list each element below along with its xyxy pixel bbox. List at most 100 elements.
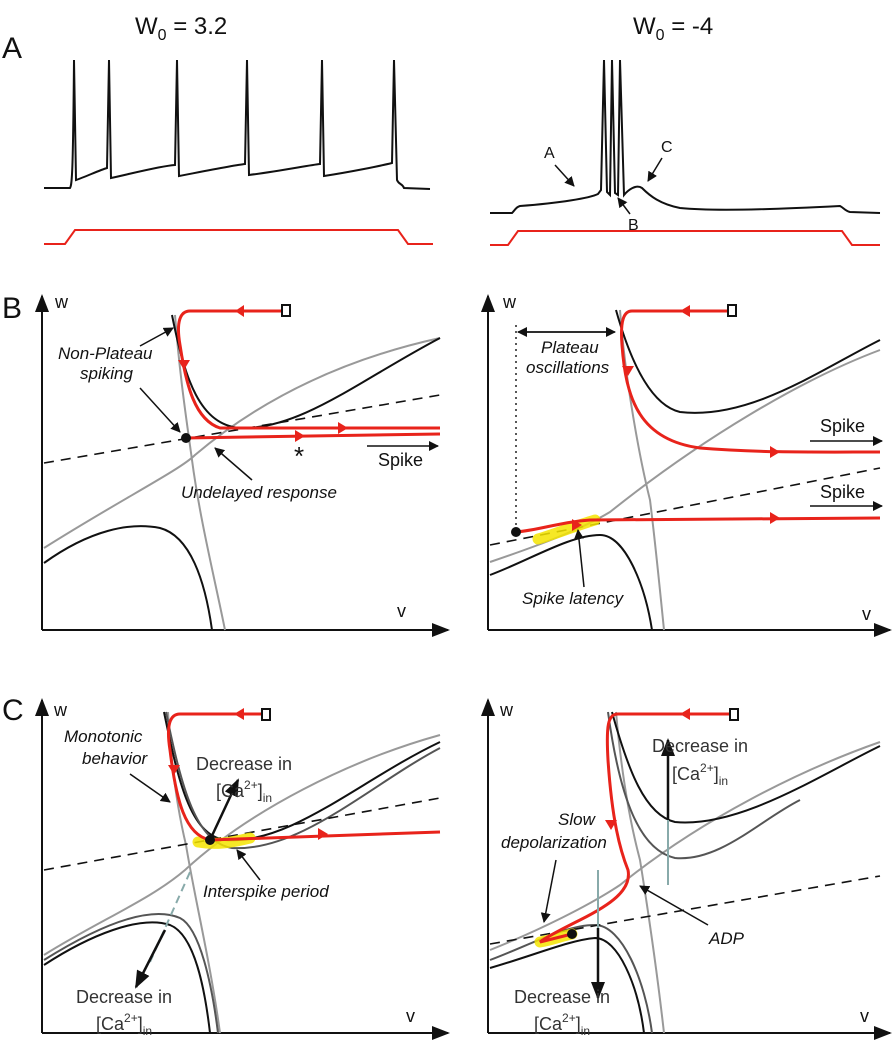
trace-label-c: C [661,139,673,156]
v-axis-label: v [860,1006,869,1026]
trace-label-b: B [628,217,639,234]
voltage-trace-left [44,59,431,190]
nullcline-black-lower [489,533,653,631]
dashed-nullcline [489,875,881,945]
direction-marker [680,305,690,317]
nullcline-black-upper [171,314,441,430]
stimulus-trace-right [490,230,880,246]
pointer-arrow [139,387,181,433]
direction-marker [178,360,190,370]
ca-label-lower: [Ca2+]in [534,1011,590,1038]
v-axis-label: v [406,1006,415,1026]
label-undelayed: Undelayed response [181,483,337,502]
phase-plane-c-right: w v Decrease in [Ca2+]in Slow depolariza… [481,698,892,1040]
shift-arrow-down [134,929,167,989]
decrease-label-lower: Decrease in [76,987,172,1007]
initial-condition-marker [729,708,739,721]
direction-marker [605,820,617,830]
initial-condition-marker [281,304,291,317]
decrease-label-lower: Decrease in [514,987,610,1007]
nullcline-black-upper-2 [607,711,801,860]
direction-marker [235,305,244,317]
nullcline-black-lower-2 [43,913,219,1034]
nullcline-gray-1 [619,309,665,631]
nullcline-black-lower [43,525,213,631]
fixed-point [511,527,521,537]
direction-marker [572,519,582,531]
label-non-plateau-1: Non-Plateau [58,344,153,363]
dashed-nullcline [489,467,881,546]
trajectory-monotonic [166,712,441,842]
label-non-plateau-2: spiking [80,364,133,383]
label-adp: ADP [708,929,745,948]
trajectory-plateau [620,309,881,454]
ca-label-upper: [Ca2+]in [672,761,728,788]
w-axis-label: w [499,700,514,720]
direction-marker [168,765,180,775]
nullcline-black-upper-1 [163,711,441,842]
spike-label-right-1: Spike [820,416,865,436]
label-latency: Spike latency [522,589,625,608]
phase-plane-b-right: w v Plateau oscillations Spike Spike Spi… [481,292,892,637]
nullcline-gray-1 [174,314,226,631]
trajectory-adp [539,712,730,944]
nullcline-black-lower-1 [43,921,211,1034]
nullcline-black-upper-1 [611,711,881,824]
initial-condition-marker [727,304,737,317]
direction-marker [622,366,634,376]
label-interspike: Interspike period [203,882,329,901]
pointer-arrow [139,327,174,347]
phase-plane-b-left: w v Non-Plateau spiking * Spike Undelaye… [35,292,450,637]
initial-condition-marker [261,708,271,721]
panel-label-c: C [2,694,24,727]
fixed-point [181,433,191,443]
direction-marker [295,430,305,442]
fixed-point [567,929,577,939]
trajectory-undelayed [185,432,441,440]
nullcline-gray-2 [43,337,441,549]
decrease-label-upper: Decrease in [196,754,292,774]
label-slow-1: Slow [558,810,597,829]
label-plateau-1: Plateau [541,338,599,357]
direction-marker [770,446,780,458]
label-monotonic-1: Monotonic [64,727,143,746]
header-right: W0 = -4 [633,13,713,44]
w-axis-label: w [502,292,517,312]
trajectory-latency [515,516,881,534]
latency-highlight [532,514,601,545]
phase-plane-c-left: w v Monotonic behavior Decrease in [Ca2+… [35,698,450,1040]
direction-marker [680,708,690,720]
ca-label-lower: [Ca2+]in [96,1011,152,1038]
v-axis-label: v [862,604,871,624]
w-axis-label: w [54,292,69,312]
pointer-arrow [573,529,585,588]
direction-marker [234,708,244,720]
spike-label-right-2: Spike [820,482,865,502]
pointer-arrow [129,773,171,803]
stimulus-trace-left [44,229,433,245]
label-plateau-2: oscillations [526,358,610,377]
arrow-c [647,157,663,182]
w-axis-label: w [53,700,68,720]
decrease-label-upper: Decrease in [652,736,748,756]
label-slow-2: depolarization [501,833,607,852]
trajectory-nonplateau [176,309,440,430]
pointer-arrow [540,859,557,923]
panel-label-a: A [2,32,22,65]
nullcline-gray-2 [43,734,441,956]
shift-arrow-up [208,778,240,841]
trace-label-a: A [544,145,555,162]
panel-label-b: B [2,292,22,325]
ca-label-upper: [Ca2+]in [216,778,272,805]
v-axis-label: v [397,601,406,621]
asterisk-label: * [294,441,304,471]
voltage-trace-right [490,59,881,214]
nullcline-gray-2 [489,741,881,951]
spike-label-left: Spike [378,450,423,470]
header-left: W0 = 3.2 [135,13,227,44]
arrow-a [554,164,575,187]
nullcline-black-lower-2 [489,936,645,1034]
arrow-b [617,197,631,215]
nullcline-black-upper-2 [165,711,441,850]
direction-marker [770,512,780,524]
